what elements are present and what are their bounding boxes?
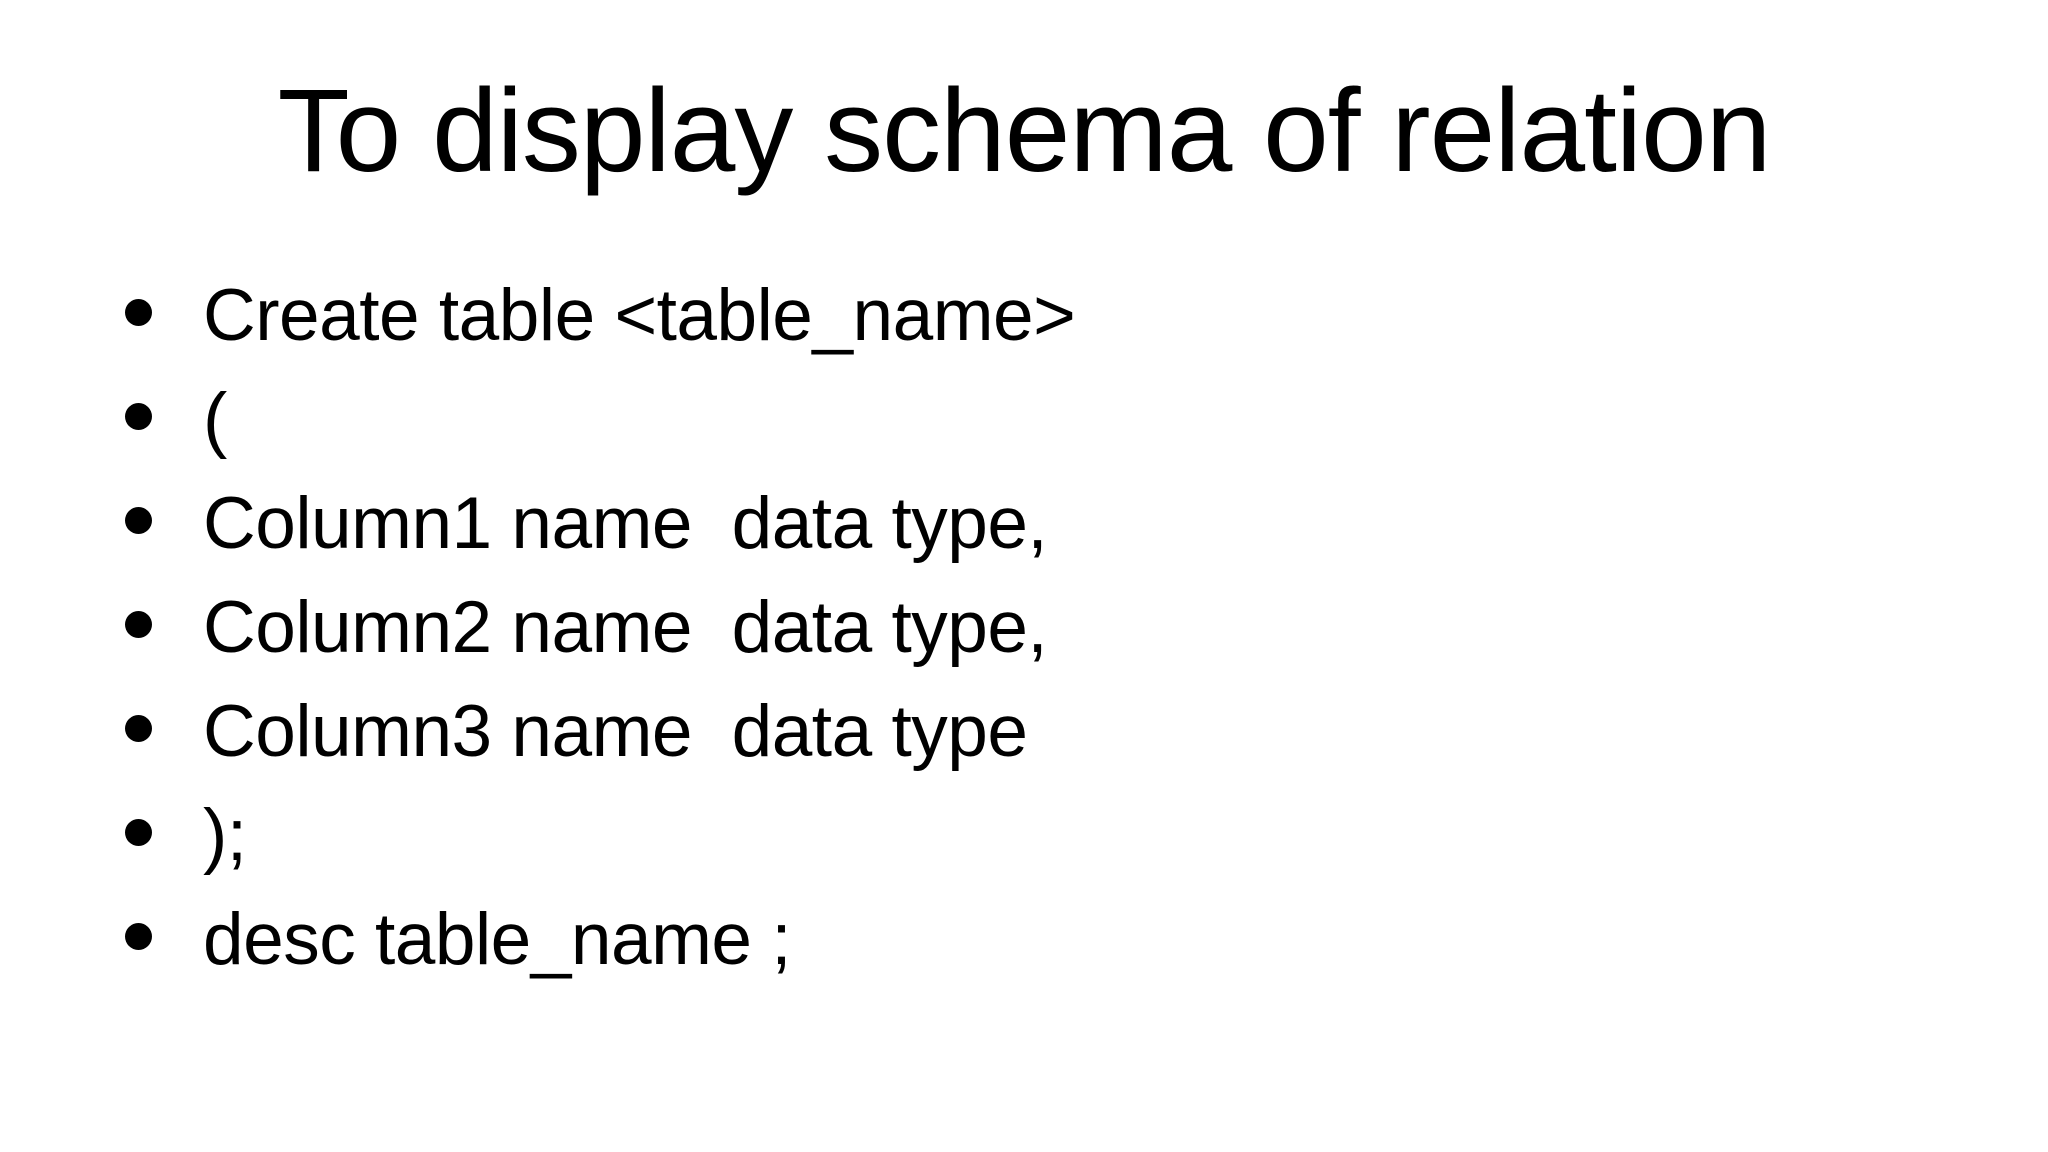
bullet-text: Column3 name data type (203, 691, 1028, 772)
bullet-icon (125, 715, 152, 742)
bullet-icon (125, 507, 152, 534)
list-item: desc table_name ; (100, 888, 1988, 992)
bullet-icon (125, 403, 152, 430)
slide-title: To display schema of relation (277, 65, 1772, 197)
bullet-icon (125, 299, 152, 326)
bullet-text: Column1 name data type, (203, 483, 1048, 564)
bullet-text: ); (203, 795, 247, 876)
bullet-icon (125, 923, 152, 950)
list-item: Column1 name data type, (100, 472, 1988, 576)
list-item: ( (100, 368, 1988, 472)
list-item: Create table <table_name> (100, 264, 1988, 368)
bullet-text: Column2 name data type, (203, 587, 1048, 668)
bullet-text: ( (203, 379, 227, 460)
bullet-text: Create table <table_name> (203, 275, 1076, 356)
list-item: ); (100, 784, 1988, 888)
bullet-list: Create table <table_name> ( Column1 name… (100, 264, 1988, 992)
bullet-text: desc table_name ; (203, 899, 792, 980)
list-item: Column2 name data type, (100, 576, 1988, 680)
bullet-icon (125, 611, 152, 638)
bullet-icon (125, 819, 152, 846)
list-item: Column3 name data type (100, 680, 1988, 784)
